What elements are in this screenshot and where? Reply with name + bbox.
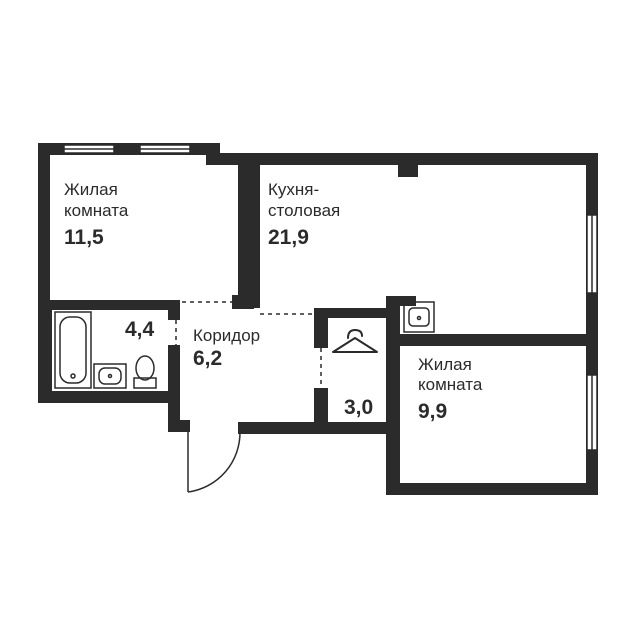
wall-sink-block-top	[386, 296, 416, 306]
windows	[63, 144, 598, 451]
toilet-bowl	[135, 355, 155, 381]
openings	[175, 301, 394, 420]
wall-bath-top	[38, 300, 180, 310]
toilet-icon	[133, 355, 157, 389]
kitchen-name-line1: Кухня-	[268, 180, 319, 199]
basin-inner	[98, 367, 122, 385]
living2-name-line2: комната	[418, 375, 483, 394]
wall-bath-right-stub	[168, 300, 180, 320]
living2-area: 9,9	[418, 400, 447, 423]
bathtub-icon	[54, 311, 92, 389]
sink-drain	[416, 315, 422, 321]
wall-wardrobe-left-upper	[314, 308, 328, 348]
wall-left-upper	[38, 143, 50, 305]
wall-wardrobe-right	[386, 296, 400, 346]
wall-left-lower	[38, 305, 52, 403]
bathtub-outer	[54, 311, 92, 389]
wall-bottom-left	[38, 391, 180, 403]
corridor-name: Коридор	[193, 326, 260, 345]
wardrobe-area: 3,0	[344, 396, 373, 419]
hanger-icon	[332, 329, 378, 353]
basin-drain	[107, 373, 113, 379]
wall-wardrobe-top	[314, 308, 386, 318]
sink-outer	[403, 301, 435, 333]
corridor-area: 6,2	[193, 347, 222, 370]
wall-bottom-right	[386, 483, 598, 495]
living1-name-line2: комната	[64, 201, 129, 220]
hanger-hook	[347, 329, 363, 339]
bathroom-area: 4,4	[125, 318, 155, 341]
wall-corridor-left	[168, 345, 180, 432]
door-arc	[187, 431, 241, 493]
sink-inner	[408, 307, 430, 327]
wall-top-right	[206, 153, 598, 165]
wall-corridor-bottom-left	[168, 420, 190, 432]
basin-icon	[93, 363, 127, 389]
wall-kitchen-notch	[398, 165, 418, 177]
hanger-body	[332, 337, 378, 353]
living1-area: 11,5	[64, 226, 104, 249]
labels: Жилая комната 11,5 Кухня- столовая 21,9 …	[64, 180, 483, 423]
living1-name-line1: Жилая	[64, 180, 118, 199]
wall-entrance-right	[238, 422, 388, 434]
wall-living1-kitchen	[238, 165, 260, 308]
bathtub-drain	[70, 373, 76, 379]
sink-icon	[403, 301, 435, 333]
living2-name-line1: Жилая	[418, 355, 472, 374]
wall-kitchen-living2	[386, 334, 598, 346]
basin-outer	[93, 363, 127, 389]
walls	[38, 143, 598, 495]
toilet-tank	[133, 377, 157, 389]
wall-living1-corridor-stub	[232, 295, 254, 309]
kitchen-name-line2: столовая	[268, 201, 340, 220]
wall-wardrobe-left-lower	[314, 388, 328, 424]
kitchen-area: 21,9	[268, 226, 309, 249]
bathtub-inner	[59, 316, 87, 384]
door-swing-icon	[187, 431, 241, 493]
